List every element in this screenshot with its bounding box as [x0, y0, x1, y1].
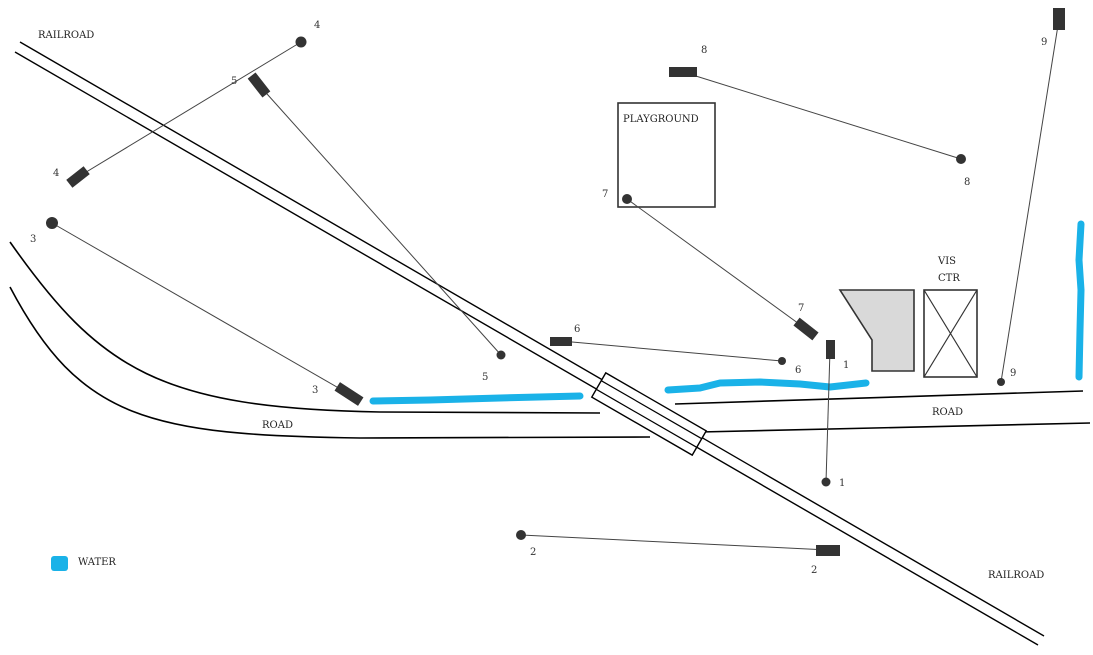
camera-label-6: 6	[574, 324, 580, 335]
water-stream-left	[369, 392, 584, 405]
road	[9, 241, 1091, 439]
camera-marker-9	[1053, 8, 1065, 30]
target-point-2	[516, 530, 526, 540]
camera-marker-4	[66, 166, 90, 188]
sight-lines	[51, 18, 1060, 551]
sight-line-4	[77, 41, 302, 178]
legend-water-swatch	[51, 556, 68, 571]
target-point-3	[46, 217, 58, 229]
camera-marker-5	[247, 72, 271, 98]
target-label-4: 4	[314, 20, 320, 31]
water-stream-east	[1075, 220, 1085, 381]
camera-label-8: 8	[701, 45, 707, 56]
target-point-4	[295, 36, 307, 48]
playground: PLAYGROUND	[617, 102, 716, 208]
sight-line-6	[560, 340, 783, 362]
railroad	[14, 41, 1045, 646]
camera-marker-8	[669, 67, 697, 77]
legend-water-label: WATER	[78, 557, 116, 568]
target-label-7: 7	[602, 189, 608, 200]
target-label-3: 3	[30, 234, 36, 245]
camera-label-1: 1	[843, 360, 849, 371]
sight-line-1	[825, 349, 831, 483]
building	[838, 289, 915, 372]
target-points	[46, 36, 1005, 540]
sight-line-5	[258, 84, 502, 356]
target-label-1: 1	[839, 478, 845, 489]
camera-label-4: 4	[53, 168, 59, 179]
camera-label-2: 2	[811, 565, 817, 576]
target-label-6: 6	[795, 365, 801, 376]
camera-markers	[66, 8, 1065, 556]
target-label-8: 8	[964, 177, 970, 188]
playground-label: PLAYGROUND	[623, 114, 699, 125]
target-point-7	[622, 194, 632, 204]
sight-line-2	[520, 534, 829, 551]
target-label-5: 5	[482, 372, 488, 383]
camera-marker-6	[550, 337, 572, 346]
camera-label-9: 9	[1041, 37, 1047, 48]
sight-line-8	[682, 71, 962, 160]
railroad-label-top: RAILROAD	[38, 30, 94, 41]
vis-label: VIS	[937, 256, 956, 267]
target-point-8	[956, 154, 966, 164]
sight-line-7	[626, 198, 807, 330]
camera-label-5: 5	[231, 76, 237, 87]
road-label-right: ROAD	[932, 407, 963, 418]
target-point-1	[821, 477, 831, 487]
camera-label-7: 7	[798, 303, 804, 314]
ctr-label: CTR	[938, 273, 960, 284]
water	[369, 220, 1085, 405]
target-point-5	[496, 350, 506, 360]
legend: WATER	[51, 556, 116, 571]
target-label-2: 2	[530, 547, 536, 558]
target-point-6	[778, 357, 786, 365]
sight-line-9	[1000, 18, 1060, 383]
camera-label-3: 3	[312, 385, 318, 396]
camera-marker-2	[816, 545, 840, 556]
target-point-9	[997, 378, 1005, 386]
railroad-label-bottom: RAILROAD	[988, 570, 1044, 581]
target-labels: 1 2 3 4 5 6 7 8 9	[30, 20, 1016, 558]
camera-marker-7	[793, 317, 819, 341]
sight-line-3	[51, 222, 350, 395]
camera-marker-3	[334, 382, 364, 406]
bridge	[590, 371, 708, 457]
visitor-center: VIS CTR	[923, 256, 978, 378]
water-stream-right	[664, 378, 870, 394]
camera-labels: 1 2 3 4 5 6 7 8 9	[53, 37, 1047, 576]
road-label-left: ROAD	[262, 420, 293, 431]
target-label-9: 9	[1010, 368, 1016, 379]
camera-marker-1	[826, 340, 835, 359]
